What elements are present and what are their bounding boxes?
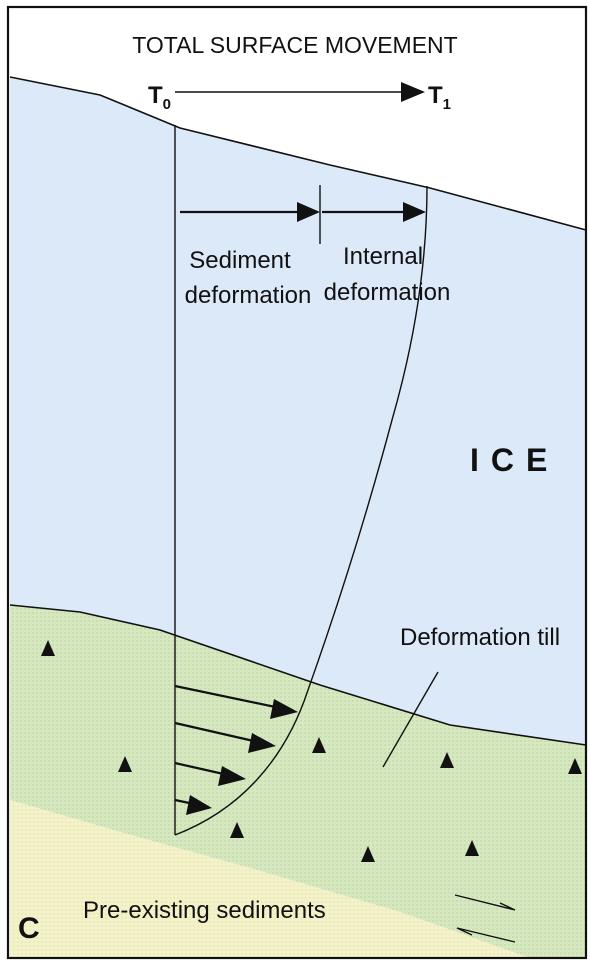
clast — [465, 840, 479, 856]
clast — [118, 756, 132, 772]
deformation-till-region — [10, 605, 586, 958]
t1-subscript: 1 — [443, 96, 451, 113]
total-movement-arrow-head — [401, 82, 425, 102]
sediment-deformation-label-line2: deformation — [185, 282, 312, 309]
diagram-title: TOTAL SURFACE MOVEMENT — [132, 32, 457, 58]
clast — [312, 737, 326, 753]
ice-bed-boundary — [9, 604, 587, 746]
figure-border — [6, 5, 588, 960]
deformation-till-leader-line — [382, 671, 439, 768]
clast — [230, 822, 244, 838]
clast — [361, 846, 375, 862]
t0-label: T0 — [148, 82, 171, 113]
shear-arrow-upper — [454, 894, 516, 911]
ice-label: ICE — [470, 442, 559, 478]
clast — [41, 640, 55, 656]
clast — [568, 758, 582, 774]
till-velocity-arrow-3 — [174, 761, 229, 777]
internal-deformation-label-line2: deformation — [324, 279, 451, 306]
deformation-till-label: Deformation till — [400, 624, 560, 651]
till-velocity-arrow-1 — [174, 684, 281, 710]
sediment-deformation-arrow-head — [297, 202, 320, 222]
t1-symbol: T — [428, 82, 443, 109]
t0-subscript: 0 — [163, 96, 171, 113]
internal-deformation-arrow-head — [403, 202, 426, 222]
ice-region — [10, 77, 586, 745]
till-velocity-arrow-2-head — [248, 733, 276, 753]
t1-label: T1 — [428, 82, 451, 113]
till-clasts — [41, 640, 582, 862]
pre-existing-sediments-region — [10, 800, 530, 958]
ice-surface-line — [9, 76, 587, 231]
shear-arrow-lower — [456, 927, 516, 943]
till-velocity-arrows — [174, 684, 298, 815]
till-velocity-arrow-1-head — [270, 699, 298, 719]
internal-deformation-label-line1: Internal — [343, 243, 423, 270]
deformed-profile-line — [174, 185, 428, 836]
sediment-deformation-label-line1: Sediment — [189, 247, 291, 274]
t0-symbol: T — [148, 82, 163, 109]
till-velocity-arrow-3-head — [218, 766, 246, 786]
till-velocity-arrow-2 — [174, 721, 259, 744]
clast — [440, 752, 454, 768]
till-velocity-arrow-4-head — [186, 795, 212, 815]
pre-existing-sediments-label: Pre-existing sediments — [83, 897, 326, 924]
panel-letter: C — [18, 912, 40, 945]
